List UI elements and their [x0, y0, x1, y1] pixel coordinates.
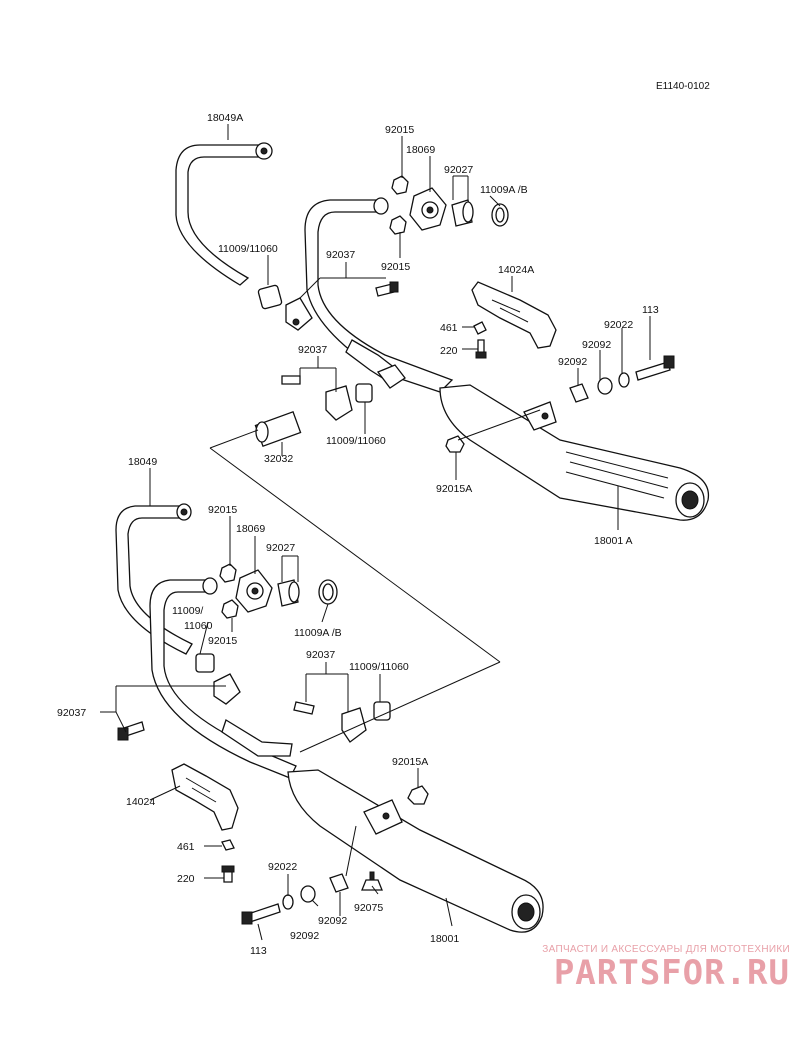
- clamp-92037-top: [285, 297, 313, 331]
- label-113-top: 113: [642, 304, 659, 316]
- clamp-92037-mid: [325, 385, 353, 421]
- part-labels: 18049A 92015 18069 92027 11009A /B 11009…: [57, 112, 659, 957]
- label-18001: 18001: [430, 933, 459, 945]
- bolt-113-bottom: [247, 903, 281, 923]
- label-92092-bottom2: 92092: [290, 930, 319, 942]
- label-11009AB-top: 11009A /B: [480, 184, 528, 196]
- label-14024: 14024: [126, 796, 155, 808]
- label-92015-bottom: 92015: [208, 504, 237, 516]
- label-11009-bottom-a: 11009/: [172, 605, 203, 617]
- washer-92022-top: [618, 372, 630, 388]
- label-92037-top: 92037: [326, 249, 355, 261]
- label-92092-top: 92092: [582, 339, 611, 351]
- nut-92015A-bottom: [407, 785, 429, 805]
- header-pipe-18049: [115, 505, 193, 655]
- label-461-top: 461: [440, 322, 458, 334]
- label-32032: 32032: [264, 453, 293, 465]
- label-11009-11060-top: 11009/11060: [218, 243, 278, 255]
- nut-92015-top: [391, 175, 409, 195]
- main-pipe-top: [304, 199, 454, 393]
- label-92022-bottom: 92022: [268, 861, 297, 873]
- gasket-11009-mid: [355, 383, 373, 403]
- bolt-92037-mid: [281, 375, 301, 385]
- label-11060-bottom-b: 11060: [184, 620, 213, 632]
- label-461-bottom: 461: [177, 841, 195, 853]
- muffler-18001: [287, 769, 544, 933]
- label-92092-bottom: 92092: [318, 915, 347, 927]
- label-11009AB-bottom: 11009A /B: [294, 627, 342, 639]
- nut-92015A-top: [445, 435, 465, 453]
- label-18049: 18049: [128, 456, 157, 468]
- label-92037-left: 92037: [57, 707, 86, 719]
- top-exhaust-assembly: [175, 142, 710, 521]
- label-92037-bottom: 92037: [306, 649, 335, 661]
- label-92037-mid: 92037: [298, 344, 327, 356]
- washer-461-top: [473, 321, 487, 335]
- bolt-92037-bottom: [293, 701, 315, 715]
- label-92022-top: 92022: [604, 319, 633, 331]
- bottom-exhaust-assembly: [115, 503, 544, 933]
- top-leader-lines: [209, 124, 651, 663]
- watermark: ЗАПЧАСТИ И АКСЕССУАРЫ ДЛЯ МОТОТЕХНИКИ PA…: [470, 944, 790, 991]
- watermark-logo: PARTSFOR.RU: [553, 953, 790, 993]
- header-pipe-18049A: [175, 144, 263, 286]
- nut-92015-top2: [389, 215, 407, 235]
- label-220-bottom: 220: [177, 873, 195, 885]
- label-11009-11060-mid: 11009/11060: [326, 435, 386, 447]
- label-92015-top2: 92015: [381, 261, 410, 273]
- washer-92022-bottom: [282, 894, 294, 910]
- gasket-top: [257, 284, 283, 310]
- label-18069-top: 18069: [406, 144, 435, 156]
- label-92027-bottom: 92027: [266, 542, 295, 554]
- spacer-92092-bottom2: [329, 873, 349, 893]
- label-113-bottom: 113: [250, 945, 267, 957]
- clamp-92037-bottom: [213, 673, 241, 705]
- spacer-92092-top: [569, 383, 589, 403]
- label-11009-11060-bottom: 11009/11060: [349, 661, 409, 673]
- washer-461-bottom: [221, 839, 235, 851]
- nut-92015-bottom2: [221, 599, 239, 619]
- nut-92015-bottom: [219, 563, 237, 583]
- label-92015A-top: 92015A: [436, 483, 472, 495]
- label-92015-top: 92015: [385, 124, 414, 136]
- heat-shield-14024: [171, 763, 239, 831]
- label-92075: 92075: [354, 902, 383, 914]
- spacer-92092-top2: [597, 377, 613, 395]
- clamp-92037-bottom2: [341, 707, 367, 743]
- label-18001A: 18001 A: [594, 535, 633, 547]
- label-92027-top: 92027: [444, 164, 473, 176]
- grommet-92075: [361, 879, 383, 891]
- label-220-top: 220: [440, 345, 458, 357]
- muffler-18001A: [439, 384, 710, 521]
- label-92015-bottom2: 92015: [208, 635, 237, 647]
- watermark-tagline: ЗАПЧАСТИ И АКСЕССУАРЫ ДЛЯ МОТОТЕХНИКИ: [542, 944, 790, 955]
- label-18049A: 18049A: [207, 112, 243, 124]
- spacer-92092-bottom: [300, 885, 316, 903]
- gasket-bottom: [195, 653, 215, 673]
- label-92015A-bottom: 92015A: [392, 756, 428, 768]
- diagram-code: E1140-0102: [656, 81, 710, 92]
- label-92092-top2: 92092: [558, 356, 587, 368]
- label-14024A: 14024A: [498, 264, 534, 276]
- label-18069-bottom: 18069: [236, 523, 265, 535]
- bottom-leader-lines: [100, 468, 501, 941]
- bolt-113-top: [635, 361, 671, 381]
